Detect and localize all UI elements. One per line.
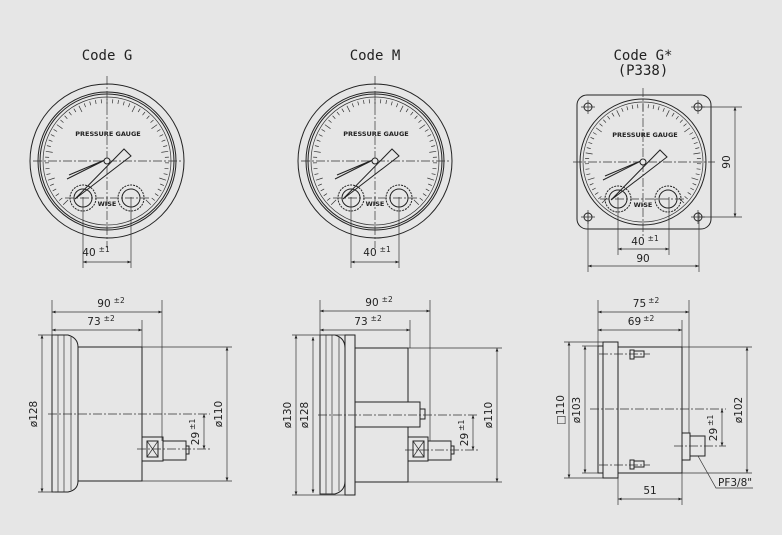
gauge-front-code-m: PRESSURE GAUGE WISE: [297, 76, 453, 248]
dim-port-m: 29: [459, 433, 471, 446]
subtitle-p338: (P338): [618, 63, 669, 79]
svg-text:29±1: 29±1: [706, 415, 720, 442]
dim-bezel-g-star: ø103: [571, 397, 583, 423]
pointer-needle: [66, 158, 108, 180]
dim-case-depth-g-star: 69: [628, 316, 641, 328]
set-pointer: [74, 148, 132, 200]
front-dims-g: 40±1: [82, 197, 132, 268]
dim-spacing-m: 40±1: [363, 245, 391, 259]
set-pointer: [342, 148, 400, 200]
svg-text:29±1: 29±1: [457, 420, 471, 447]
dim-case-m: ø110: [483, 402, 495, 428]
title-code-g: Code G: [82, 48, 133, 64]
dim-case-g-star: ø102: [733, 397, 745, 423]
dim-case-depth-g: 73: [87, 316, 100, 328]
dim-panel-width: 90: [636, 253, 649, 265]
svg-text:69±2: 69±2: [628, 314, 655, 328]
title-code-g-star: Code G*: [613, 48, 672, 64]
dim-port-g-star: 29: [708, 428, 720, 441]
thread-label: PF3/8": [718, 477, 752, 489]
side-view-code-g: 90±2 73±2 ø128 ø110 29±1: [28, 296, 232, 493]
brand-logo: WISE: [98, 200, 117, 208]
front-dims-m: 40±1: [350, 197, 400, 268]
scale-ticks: [584, 104, 702, 204]
svg-text:90±2: 90±2: [365, 295, 393, 309]
mounting-stud-top: [599, 349, 650, 360]
svg-text:90±2: 90±2: [97, 296, 125, 310]
dim-case-g: ø110: [213, 401, 225, 427]
hole-crosshair: [581, 100, 595, 114]
dim-case-length: 51: [643, 485, 656, 497]
title-code-m: Code M: [350, 48, 401, 64]
side-view-code-g-star: 75±2 69±2 □110 ø103 ø102 29±1 51 PF3/8": [555, 296, 753, 505]
set-pointer: [610, 149, 668, 201]
svg-text:75±2: 75±2: [633, 296, 660, 310]
dim-depth-g: 90: [97, 298, 110, 310]
gauge-front-code-g: PRESSURE GAUGE WISE: [29, 76, 185, 248]
dim-panel-height: 90: [721, 155, 733, 168]
brand-logo: WISE: [366, 200, 385, 208]
pointer-needle: [602, 159, 644, 181]
dial-label: PRESSURE GAUGE: [343, 130, 409, 138]
mounting-stud-bottom: [599, 459, 650, 470]
front-dims-g-star: 40±1 90 90: [587, 106, 742, 272]
scale-ticks: [312, 99, 438, 206]
gauge-front-code-g-star: PRESSURE GAUGE WISE: [573, 88, 715, 238]
pointer-needle: [334, 158, 376, 180]
svg-text:29±1: 29±1: [188, 419, 202, 446]
dim-spacing-g: 40±1: [82, 245, 110, 259]
dim-case-depth-m: 73: [354, 316, 367, 328]
pivot: [639, 158, 647, 166]
dim-port-g: 29: [190, 432, 202, 445]
dim-flange-m: ø130: [282, 402, 294, 428]
dim-panel-square: □110: [555, 395, 567, 425]
side-view-code-m: 90±2 73±2 ø130 ø128 ø110 29±1: [282, 295, 502, 496]
dim-depth-g-star: 75: [633, 298, 646, 310]
scale-ticks: [44, 99, 170, 206]
pivot: [371, 157, 379, 165]
svg-text:73±2: 73±2: [354, 314, 382, 328]
dial-label: PRESSURE GAUGE: [612, 131, 678, 139]
dim-bezel-m: ø128: [299, 402, 311, 428]
dial-label: PRESSURE GAUGE: [75, 130, 141, 138]
dim-depth-m: 90: [365, 297, 378, 309]
svg-text:73±2: 73±2: [87, 314, 115, 328]
pivot: [103, 157, 111, 165]
dial: [582, 101, 704, 223]
dim-spacing-g-star: 40±1: [631, 234, 659, 248]
brand-logo: WISE: [634, 201, 653, 209]
dim-bezel-g: ø128: [28, 401, 40, 427]
